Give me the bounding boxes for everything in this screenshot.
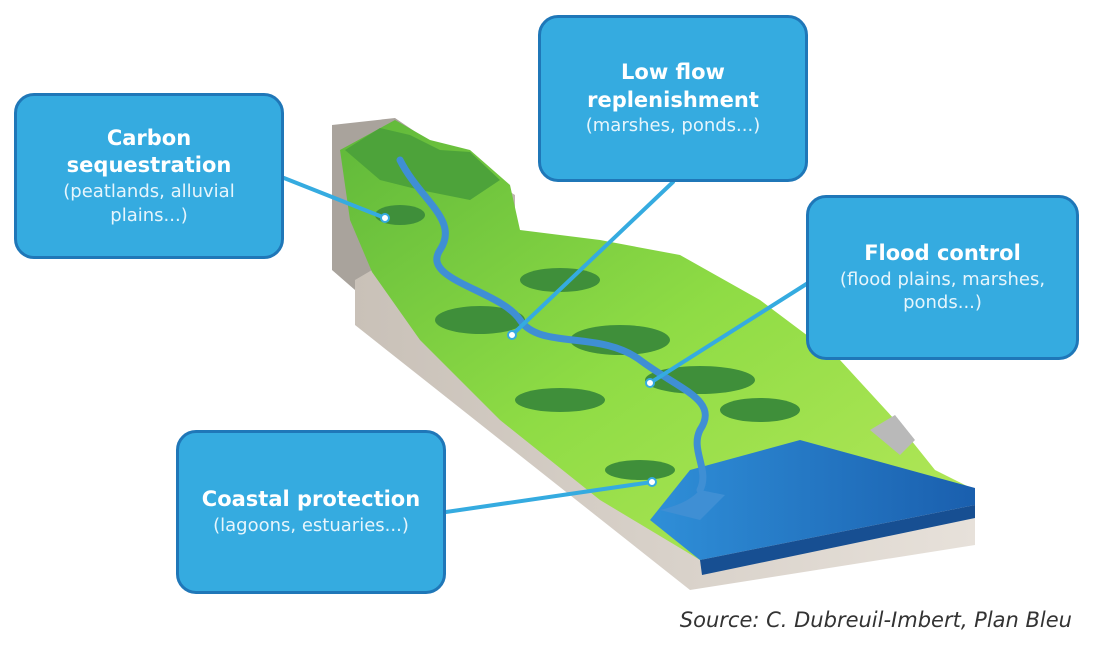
callout-detail: (flood plains, marshes, ponds...) — [839, 268, 1046, 314]
estuary — [660, 490, 725, 520]
sea-side — [700, 505, 975, 575]
callout-low-flow-replenishment: Low flow replenishment (marshes, ponds..… — [538, 15, 808, 182]
connector-dots — [380, 213, 657, 487]
sea — [650, 440, 975, 560]
callout-coastal-protection: Coastal protection (lagoons, estuaries..… — [176, 430, 446, 594]
callout-title: Coastal protection — [201, 487, 421, 512]
callout-title: Carbon sequestration — [66, 125, 232, 178]
callout-detail: (marshes, ponds...) — [585, 115, 761, 137]
vegetation — [375, 205, 800, 480]
callout-connectors — [282, 176, 810, 514]
callout-title: Low flow replenishment — [587, 59, 759, 112]
connector-carbon — [282, 176, 387, 220]
river — [396, 156, 709, 494]
mountain-ridge — [345, 128, 500, 200]
callout-title: Flood control — [864, 240, 1021, 265]
connector-coastal — [444, 480, 654, 514]
source-credit: Source: C. Dubreuil-Imbert, Plan Bleu — [679, 608, 1072, 632]
rock-outcrop — [870, 415, 915, 455]
callout-carbon-sequestration: Carbon sequestration (peatlands, alluvia… — [14, 93, 284, 259]
callout-detail: (lagoons, estuaries...) — [213, 514, 409, 536]
connector-flood — [648, 281, 810, 385]
callout-detail: (peatlands, alluvial plains...) — [63, 180, 235, 226]
connector-lowflow — [510, 180, 675, 337]
callout-flood-control: Flood control (flood plains, marshes, po… — [806, 195, 1079, 360]
